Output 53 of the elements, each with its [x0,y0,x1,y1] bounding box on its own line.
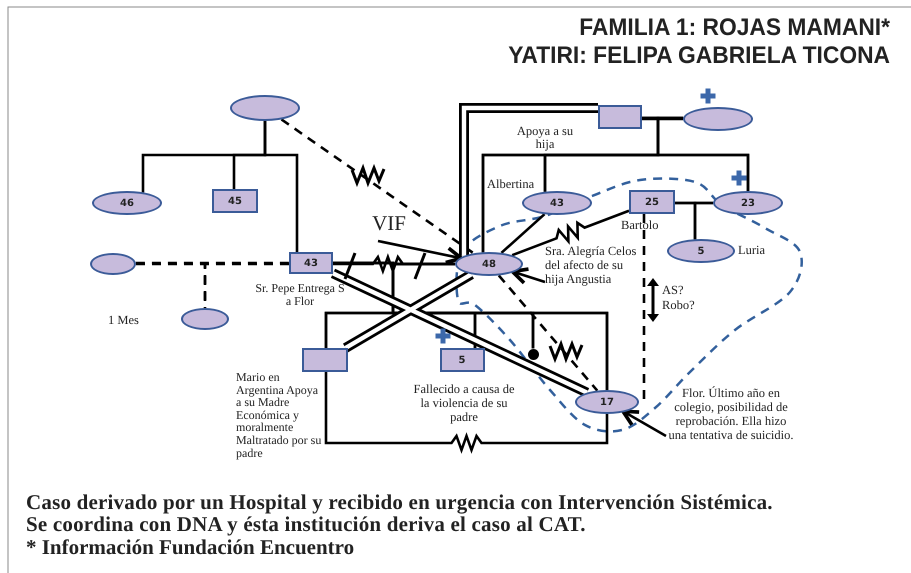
edge-label: VIF [371,211,407,235]
relationship-line [392,262,608,390]
age-label: 5 [458,354,466,366]
female-ellipse [575,390,639,414]
relationship-line [512,210,630,256]
relationship-line [694,202,713,240]
age-label: 23 [741,198,755,208]
male-square [598,105,642,129]
female-ellipse [522,191,592,215]
age-label: 48 [482,258,496,270]
relationship-line [642,118,683,120]
dashed-relationship-line [280,118,474,254]
note-text: Flor. Último año en colegio, posibilidad de reprobación. Ella hizo una tentativa de suicidio. [666,386,796,442]
footnote: * Información Fundación Encuentro [26,536,356,558]
caption: Caso derivado por un Hospital y recibido en urgencia con Intervención Sistémica. Se coordina con DNA y ésta institución deriva el caso al CAT. [26,491,774,535]
age-label: 43 [304,258,318,268]
male-square [440,348,484,372]
note-text: 1 Mes [108,313,140,327]
male-square [289,252,333,274]
note-text: AS? Robo? [662,283,696,313]
male-square [302,348,348,372]
note-text: Luria [738,243,766,257]
relationship-line [342,270,474,352]
age-label: 45 [228,196,242,206]
pregnancy-dot [528,348,538,360]
note-text: Sra. Alegría Celos del afecto de su hija Angustia [545,244,641,286]
relationship-line [459,103,598,256]
male-square [212,189,258,213]
age-label: 17 [600,396,614,408]
age-label: 46 [120,198,134,208]
note-text: Fallecido a causa de la violencia de su padre [412,382,516,424]
age-label: 5 [698,246,704,256]
relationship-line [324,372,608,454]
note-text: Albertina [487,177,536,191]
dashed-relationship-line [136,262,206,308]
dashed-relationship-line [136,262,289,264]
age-label: 25 [645,196,659,208]
note-text: Bartolo [621,218,660,232]
female-ellipse [181,308,229,330]
arrow [510,267,546,285]
relationship-line [264,121,298,252]
note-text: Sr. Pepe Entrega S a Flor [255,282,345,308]
age-label: 43 [550,198,564,208]
female-ellipse [713,191,783,215]
dashed-relationship-line [498,274,598,392]
title: FAMILIA 1: ROJAS MAMANI* YATIRI: FELIPA GABRIELA TICONA [507,14,890,70]
male-square [629,190,675,214]
relationship-line [500,213,546,254]
arrow [621,409,667,438]
note-text: Mario en Argentina Apoya a su Madre Económica y moralmente Maltratado por su padre [236,371,322,460]
arrow [378,240,464,264]
relationship-line [330,268,590,398]
female-ellipse [90,253,136,275]
